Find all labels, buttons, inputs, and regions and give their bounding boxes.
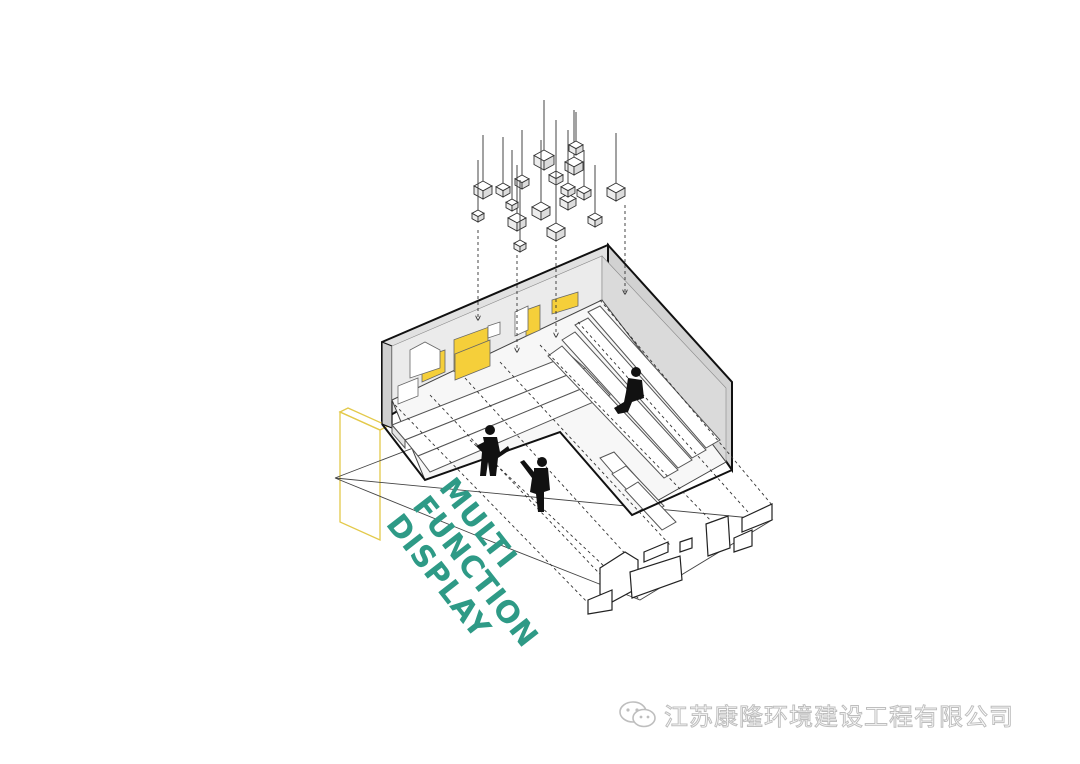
hanging-cube [473, 180, 493, 200]
hanging-cubes [471, 100, 626, 253]
watermark-text: 江苏康隆环境建设工程有限公司 [664, 703, 1014, 732]
wall-panels [397, 291, 579, 405]
hanging-cube [546, 222, 566, 242]
wechat-icon [619, 700, 656, 727]
guide-frame [338, 407, 390, 542]
exploded-fixtures [587, 503, 773, 615]
pointing-person-icon [520, 457, 550, 512]
room-edge [381, 423, 733, 517]
hanging-cube [507, 212, 527, 232]
steps-back [391, 354, 611, 473]
hanging-cube [587, 212, 603, 228]
left-wall [381, 341, 393, 429]
hanging-cube [606, 182, 626, 202]
hanging-cube [471, 209, 485, 223]
hanging-cube [513, 239, 527, 253]
hanging-cube [564, 156, 584, 176]
hanging-cube [505, 198, 519, 212]
hanging-cube [576, 185, 592, 201]
hanging-cube [533, 149, 555, 171]
hanging-cube [568, 140, 584, 156]
seated-person-icon [614, 367, 644, 414]
hanging-cube [495, 182, 511, 198]
guitarist-person-icon [476, 425, 510, 476]
watermark: 江苏康隆环境建设工程有限公司 [618, 697, 1014, 732]
hanging-cube [559, 193, 577, 211]
hanging-cube [560, 182, 576, 198]
hanging-cube [531, 201, 551, 221]
